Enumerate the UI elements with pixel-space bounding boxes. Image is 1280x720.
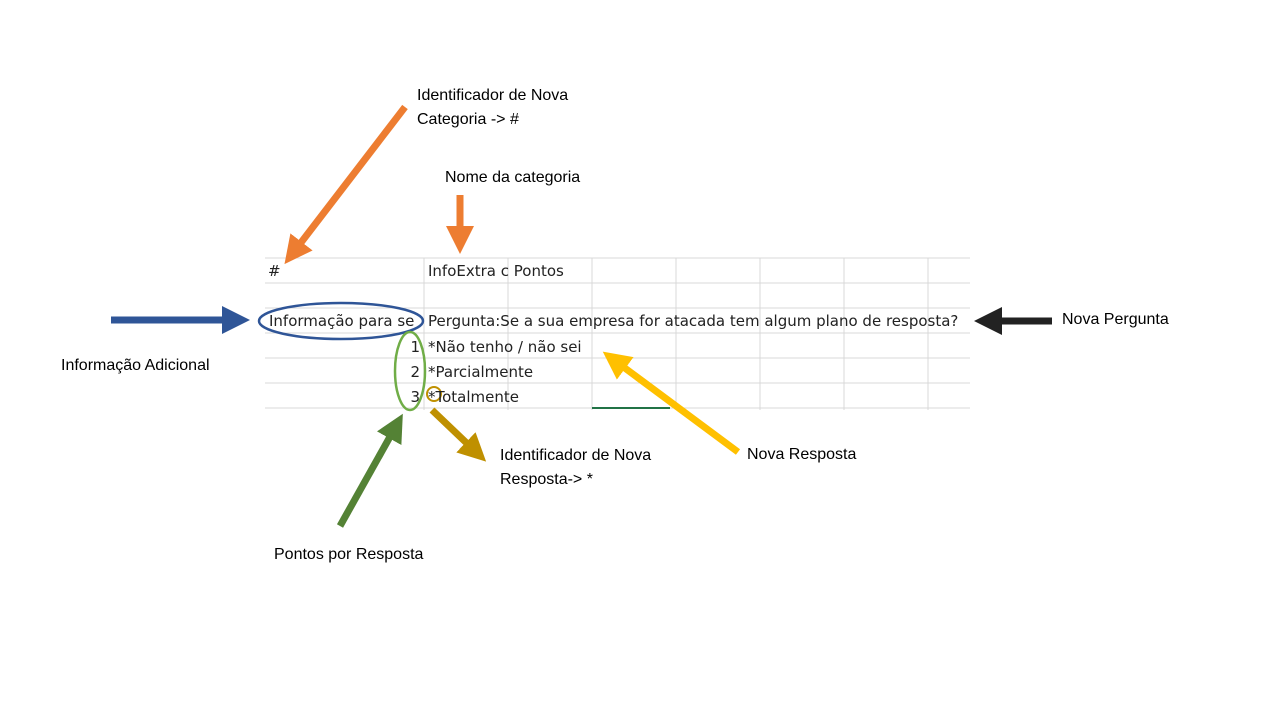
cell-additional-info: Informação para se <box>269 312 415 330</box>
cell-points-2: 2 <box>410 363 420 381</box>
answer-marker: * <box>428 363 436 381</box>
cell-answer-1: *Não tenho / não sei <box>428 338 628 356</box>
points-highlight-ellipse <box>393 330 427 412</box>
label-answer-id-line1: Identificador de Nova <box>500 447 652 464</box>
cell-answer-2: *Parcialmente <box>428 363 628 381</box>
label-points: Pontos por Resposta <box>274 546 424 563</box>
cell-category-name: InfoExtra c Pontos <box>428 262 564 280</box>
label-category-name: Nome da categoria <box>445 169 581 186</box>
answer-text: Não tenho / não sei <box>435 338 582 356</box>
label-additional-info: Informação Adicional <box>61 357 210 374</box>
cell-question: Pergunta:Se a sua empresa for atacada te… <box>428 312 959 330</box>
answer-marker-highlight-circle <box>426 386 442 402</box>
cell-answer-3: *Totalmente <box>428 388 628 406</box>
label-answer-id-line2: Resposta-> * <box>500 471 593 488</box>
answer-text: Totalmente <box>435 388 520 406</box>
category-id-arrow <box>284 104 408 265</box>
label-category-id-line2: Categoria -> # <box>417 111 519 128</box>
answer-id-arrow <box>429 407 487 462</box>
cell-category-marker: # <box>268 262 281 280</box>
label-new-answer: Nova Resposta <box>747 446 857 463</box>
answer-marker: * <box>428 388 436 406</box>
label-answer-id: Identificador de Nova Resposta-> * <box>500 444 651 492</box>
points-arrow <box>336 413 403 528</box>
label-new-question: Nova Pergunta <box>1062 311 1169 328</box>
info-cell-highlight-ellipse <box>257 301 425 341</box>
label-category-id-line1: Identificador de Nova <box>417 87 569 104</box>
cell-points-1: 1 <box>410 338 420 356</box>
cell-points-3: 3 <box>410 388 420 406</box>
answer-text: Parcialmente <box>435 363 534 381</box>
label-category-id: Identificador de Nova Categoria -> # <box>417 84 568 132</box>
answer-marker: * <box>428 338 436 356</box>
new-answer-arrow <box>602 351 741 455</box>
